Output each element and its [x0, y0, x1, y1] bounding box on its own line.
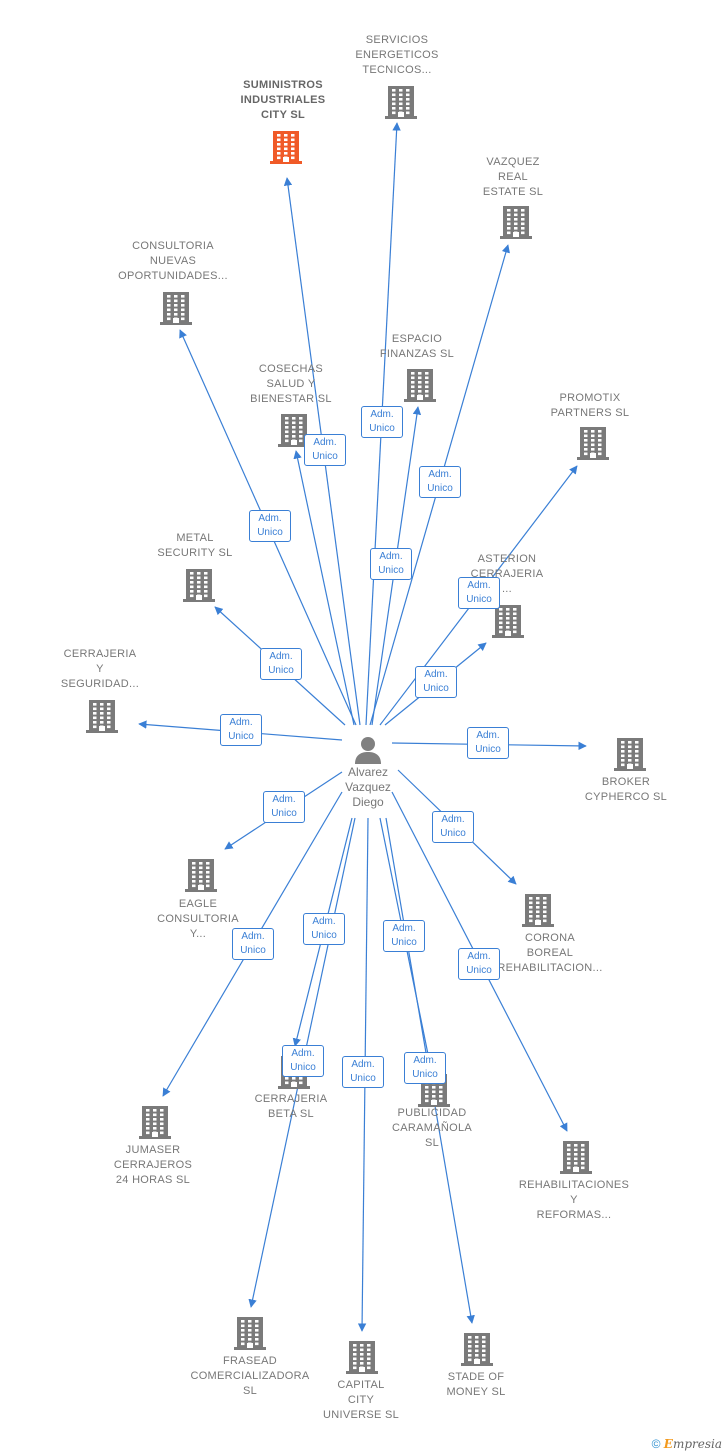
company-node-promotix[interactable]: PROMOTIX PARTNERS SL [545, 391, 635, 421]
role-label-cerrajeria_seg[interactable]: Adm. Unico [220, 714, 262, 746]
building-icon[interactable] [492, 604, 524, 643]
building-icon[interactable] [234, 1316, 266, 1355]
company-node-corona[interactable]: CORONA BOREAL REHABILITACION... [486, 931, 614, 976]
company-name: ESPACIO FINANZAS SL [379, 333, 455, 360]
building-icon[interactable] [614, 737, 646, 776]
company-name: CAPITAL CITY UNIVERSE SL [322, 1379, 400, 1421]
building-icon[interactable] [185, 858, 217, 897]
role-label-corona[interactable]: Adm. Unico [432, 811, 474, 843]
edge-cosechas [293, 450, 355, 726]
role-label-eagle[interactable]: Adm. Unico [263, 791, 305, 823]
building-icon[interactable] [500, 205, 532, 244]
role-label-jumaser[interactable]: Adm. Unico [232, 928, 274, 960]
company-node-jumaser[interactable]: JUMASER CERRAJEROS 24 HORAS SL [105, 1143, 201, 1188]
building-icon[interactable] [560, 1140, 592, 1179]
building-icon[interactable] [404, 368, 436, 407]
company-name: REHABILITACIONES Y REFORMAS... [518, 1179, 630, 1221]
building-icon[interactable] [577, 426, 609, 465]
person-icon [355, 737, 381, 764]
company-name: CERRAJERIA BETA SL [254, 1093, 328, 1120]
role-label-metal[interactable]: Adm. Unico [260, 648, 302, 680]
copyright-symbol: © [651, 1437, 661, 1451]
building-icon[interactable] [522, 893, 554, 932]
footer-brand[interactable]: © Empresia [652, 1437, 722, 1451]
role-label-frasead[interactable]: Adm. Unico [282, 1045, 324, 1077]
role-label-vazquez[interactable]: Adm. Unico [419, 466, 461, 498]
building-icon[interactable] [385, 85, 417, 124]
role-label-capital[interactable]: Adm. Unico [342, 1056, 384, 1088]
company-name: STADE OF MONEY SL [446, 1371, 506, 1398]
company-name: PUBLICIDAD CARAMAÑOLA SL [391, 1107, 473, 1149]
company-node-cerrajeria_beta[interactable]: CERRAJERIA BETA SL [248, 1092, 334, 1122]
company-node-suministros[interactable]: SUMINISTROS INDUSTRIALES CITY SL [230, 78, 336, 123]
building-icon[interactable] [461, 1332, 493, 1371]
company-name: JUMASER CERRAJEROS 24 HORAS SL [113, 1144, 193, 1186]
role-label-cosechas[interactable]: Adm. Unico [304, 434, 346, 466]
company-name: CERRAJERIA Y SEGURIDAD... [60, 648, 140, 690]
company-name: METAL SECURITY SL [157, 532, 233, 559]
role-label-cerrajeria_beta[interactable]: Adm. Unico [303, 913, 345, 945]
company-node-vazquez[interactable]: VAZQUEZ REAL ESTATE SL [470, 155, 556, 200]
company-node-cosechas[interactable]: COSECHAS SALUD Y BIENESTAR SL [243, 362, 339, 407]
company-name: CONSULTORIA NUEVAS OPORTUNIDADES... [118, 240, 228, 282]
person-name: Alvarez Vazquez Diego [345, 765, 391, 809]
company-node-frasead[interactable]: FRASEAD COMERCIALIZADORA SL [180, 1354, 320, 1399]
company-name: BROKER CYPHERCO SL [584, 776, 668, 803]
company-node-rehabilitaciones[interactable]: REHABILITACIONES Y REFORMAS... [512, 1178, 636, 1223]
building-icon[interactable] [86, 699, 118, 738]
company-name: VAZQUEZ REAL ESTATE SL [482, 156, 544, 198]
company-node-cerrajeria_seg[interactable]: CERRAJERIA Y SEGURIDAD... [50, 647, 150, 692]
brand-initial: E [663, 1437, 673, 1451]
brand-name: mpresia [672, 1437, 722, 1451]
company-node-publicidad[interactable]: PUBLICIDAD CARAMAÑOLA SL [388, 1106, 476, 1151]
role-label-promotix[interactable]: Adm. Unico [458, 577, 500, 609]
role-label-stade[interactable]: Adm. Unico [404, 1052, 446, 1084]
company-node-consultoria[interactable]: CONSULTORIA NUEVAS OPORTUNIDADES... [110, 239, 236, 284]
company-name: CORONA BOREAL REHABILITACION... [497, 932, 603, 974]
building-icon[interactable] [270, 130, 302, 169]
company-name: FRASEAD COMERCIALIZADORA SL [190, 1355, 310, 1397]
company-node-capital[interactable]: CAPITAL CITY UNIVERSE SL [316, 1378, 406, 1423]
role-label-rehabilitaciones[interactable]: Adm. Unico [458, 948, 500, 980]
building-icon[interactable] [139, 1105, 171, 1144]
company-name: SUMINISTROS INDUSTRIALES CITY SL [240, 79, 326, 121]
building-icon[interactable] [183, 568, 215, 607]
building-icon[interactable] [278, 413, 310, 452]
company-name: PROMOTIX PARTNERS SL [550, 392, 630, 419]
building-icon[interactable] [346, 1340, 378, 1379]
company-node-servicios[interactable]: SERVICIOS ENERGETICOS TECNICOS... [345, 33, 449, 78]
company-node-espacio[interactable]: ESPACIO FINANZAS SL [372, 332, 462, 362]
role-label-servicios[interactable]: Adm. Unico [361, 406, 403, 438]
company-node-metal[interactable]: METAL SECURITY SL [150, 531, 240, 561]
company-node-broker[interactable]: BROKER CYPHERCO SL [578, 775, 674, 805]
role-label-publicidad[interactable]: Adm. Unico [383, 920, 425, 952]
company-name: COSECHAS SALUD Y BIENESTAR SL [250, 363, 332, 405]
role-label-asterion[interactable]: Adm. Unico [415, 666, 457, 698]
role-label-consultoria[interactable]: Adm. Unico [249, 510, 291, 542]
company-node-stade[interactable]: STADE OF MONEY SL [440, 1370, 512, 1400]
building-icon[interactable] [160, 291, 192, 330]
company-node-eagle[interactable]: EAGLE CONSULTORIA Y... [148, 897, 248, 942]
role-label-espacio[interactable]: Adm. Unico [370, 548, 412, 580]
role-label-broker[interactable]: Adm. Unico [467, 727, 509, 759]
company-name: SERVICIOS ENERGETICOS TECNICOS... [355, 34, 439, 76]
company-name: EAGLE CONSULTORIA Y... [157, 898, 239, 940]
person-node[interactable]: Alvarez Vazquez Diego [332, 735, 404, 810]
